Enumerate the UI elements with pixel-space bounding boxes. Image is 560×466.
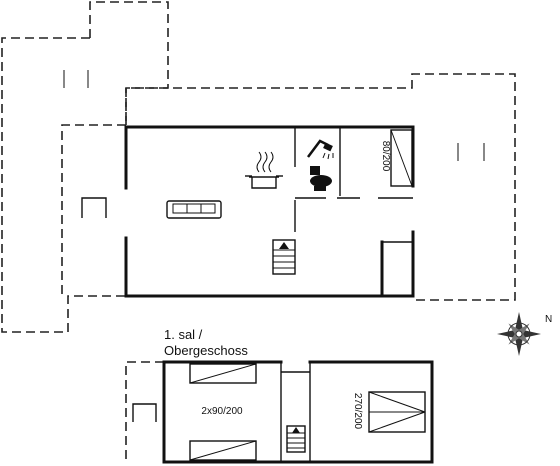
outdoor-fireplace <box>81 197 107 218</box>
upper-floor-title-line1: 1. sal / <box>164 327 203 342</box>
shower-icon <box>307 139 334 160</box>
twin-bed-bottom <box>189 440 257 461</box>
cooking-pot-icon <box>245 151 283 189</box>
compass-rose-icon <box>497 312 541 356</box>
upper-floor-walls <box>162 360 434 464</box>
bed-size-label-left: 2x90/200 <box>201 406 243 417</box>
upper-floor-balcony-outline <box>125 361 164 462</box>
twin-bed-top <box>189 363 257 384</box>
terrace-outline-left <box>1 1 169 333</box>
terrace-tick-marks <box>63 70 485 161</box>
staircase-upper-icon <box>286 425 306 453</box>
bathroom-walls <box>294 128 413 232</box>
staircase-icon <box>272 239 296 275</box>
ground-floor-walls <box>124 125 415 298</box>
terrace-outline-right <box>125 73 516 301</box>
double-bed <box>368 391 426 433</box>
toilet-icon <box>310 166 332 191</box>
bed-size-label-right: 270/200 <box>352 393 363 430</box>
bed-size-label-ground: 80/200 <box>380 141 391 172</box>
upper-floor-title-line2: Obergeschoss <box>164 343 248 358</box>
north-label: N <box>545 314 552 325</box>
sofa-icon <box>166 200 222 219</box>
single-bed <box>390 129 413 187</box>
